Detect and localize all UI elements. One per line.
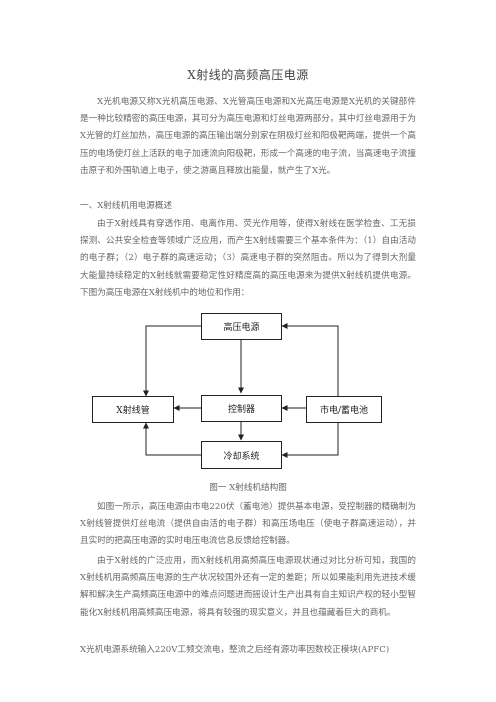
controller-box: 控制器 — [201, 395, 282, 422]
section-body-paragraph: 由于X射线具有穿透作用、电离作用、荧光作用等，使得X射线在医学检查、工无损探测、… — [80, 219, 416, 298]
hv-power-box: 高压电源 — [201, 313, 282, 340]
market-analysis-paragraph: 由于X射线的广泛应用，而X射线机用高频高压电源现状通过对比分析可知，我国的X射线… — [80, 556, 416, 618]
xray-tube-box: X射线管 — [92, 396, 174, 423]
mains-battery-box: 市电/蓄电池 — [306, 396, 382, 423]
figure-caption: 图一 X射线机结构图 — [209, 483, 287, 493]
arrow-cool-to-tube — [143, 422, 201, 456]
arrow-hv-to-tube — [143, 325, 201, 397]
system-input-paragraph: X光机电源系统输入220V工频交流电，整流之后经有源功率因数校正模块(APFC) — [80, 645, 390, 655]
figure-explanation-paragraph: 如图一所示，高压电源由市电220伏（蓄电池）提供基本电源，受控制器的精确制为X射… — [80, 502, 416, 547]
cooling-system-box: 冷却系统 — [201, 441, 282, 469]
section-heading: 一、X射线机用电源概述 — [80, 201, 173, 211]
document-title: X射线的高频高压电源 — [187, 68, 309, 82]
arrow-mains-to-hv — [281, 323, 339, 396]
intro-paragraph: X光机电源又称X光机高压电源、X光管高压电源和X光高压电源是X光机的关键部件是一… — [80, 97, 416, 176]
arrow-mains-to-cool — [281, 422, 339, 458]
